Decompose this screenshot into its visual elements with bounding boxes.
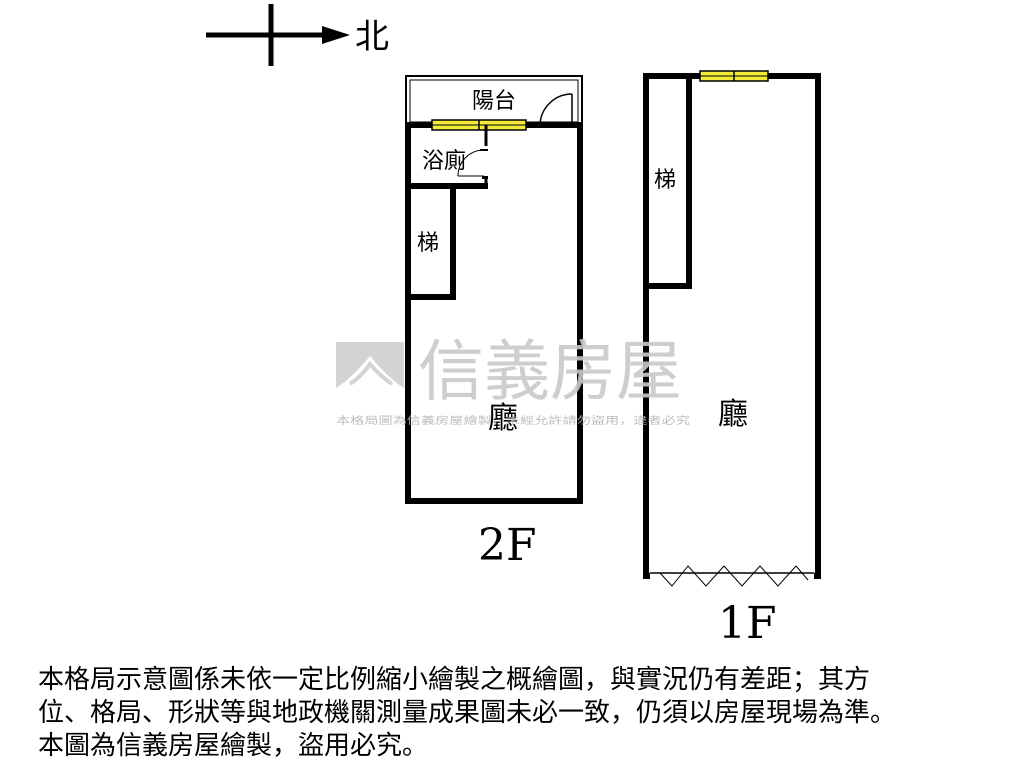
watermark-brand: 信義房屋	[418, 333, 682, 410]
floor-label-1f: 1F	[718, 598, 777, 649]
floor-plan: 北 陽台 浴廁 梯	[206, 4, 821, 649]
hall-label-2f: 廳	[488, 401, 518, 436]
disclaimer-line: 位、格局、形狀等與地政機關測量成果圖未必一致，仍須以房屋現場為準。	[38, 698, 897, 728]
door-icon	[539, 93, 573, 127]
watermark: 信義房屋 本格局圖為信義房屋繪製，未經允許請勿盜用，違者必究	[336, 333, 690, 427]
bathroom-door-icon	[457, 149, 488, 179]
wall-1f	[643, 73, 821, 579]
disclaimer-line: 本格局示意圖係未依一定比例縮小繪製之概繪圖，與實況仍有差距；其方	[38, 665, 871, 695]
compass: 北	[206, 4, 389, 66]
hall-label-1f: 廳	[718, 397, 748, 432]
stairs-2f	[405, 183, 456, 300]
floor-2f: 陽台 浴廁 梯 廳 2F	[405, 75, 583, 571]
stairs-1f	[643, 73, 692, 289]
folding-door-icon	[650, 565, 814, 587]
floor-1f: 梯 廳 1F	[643, 70, 821, 649]
stairs-label-1f: 梯	[654, 168, 676, 193]
bathroom-label: 浴廁	[422, 149, 466, 174]
window-2f	[431, 119, 527, 131]
watermark-notice: 本格局圖為信義房屋繪製，未經允許請勿盜用，違者必究	[336, 414, 690, 427]
floor-label-2f: 2F	[478, 520, 537, 571]
brand-logo-icon	[336, 342, 404, 398]
window-1f	[699, 70, 769, 82]
wall-2f	[405, 122, 583, 504]
stairs-label-2f: 梯	[417, 231, 439, 256]
disclaimer: 本格局示意圖係未依一定比例縮小繪製之概繪圖，與實況仍有差距；其方 位、格局、形狀…	[38, 664, 998, 763]
balcony-label: 陽台	[472, 89, 516, 114]
compass-label: 北	[355, 17, 389, 57]
north-arrow-icon	[322, 26, 350, 44]
disclaimer-line: 本圖為信義房屋繪製，盜用必究。	[38, 731, 429, 761]
